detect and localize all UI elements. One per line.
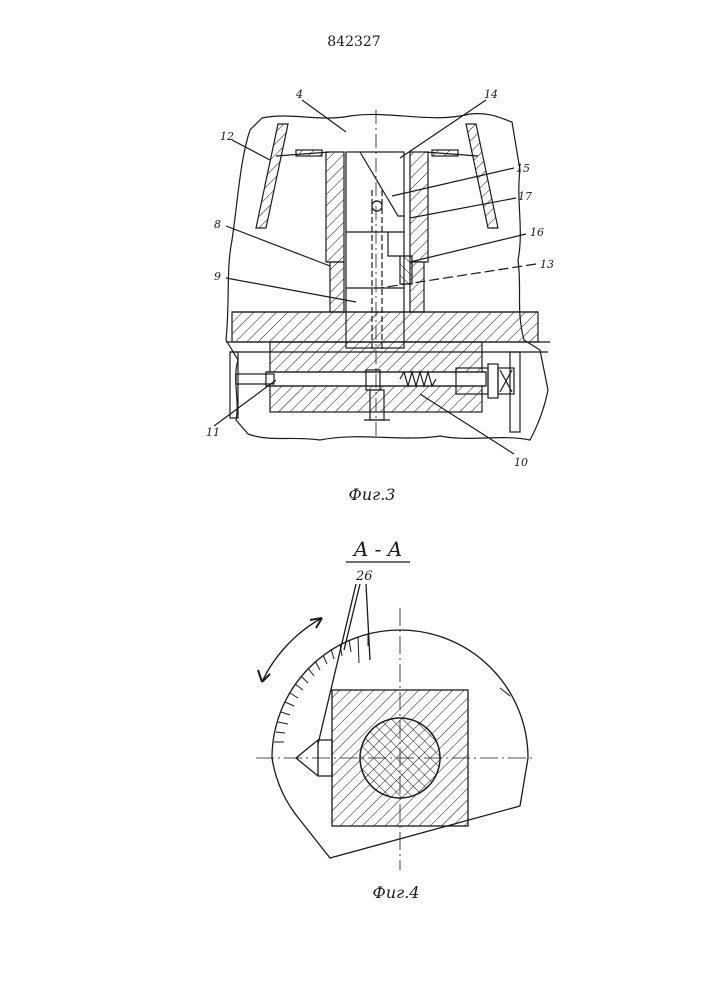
flange-right-hatch <box>432 150 458 156</box>
base-plate <box>232 312 538 342</box>
label-8: 8 <box>214 218 221 231</box>
step-16 <box>388 232 400 256</box>
leader-26-c <box>366 584 370 660</box>
arrow-head-bottom <box>258 670 270 682</box>
leader-11 <box>214 380 276 426</box>
rotation-arrow <box>262 618 322 682</box>
label-12: 12 <box>220 130 234 143</box>
cap-nut <box>488 364 498 398</box>
label-14: 14 <box>484 88 498 101</box>
leader-12 <box>232 140 270 160</box>
right-liner <box>466 124 498 228</box>
figure4-caption: Фиг.4 <box>373 883 420 902</box>
insert-16 <box>400 256 412 284</box>
left-liner <box>256 124 288 228</box>
figure-3 <box>214 100 550 454</box>
label-16: 16 <box>530 226 544 239</box>
leader-26-b <box>344 584 360 650</box>
label-4: 4 <box>295 88 303 101</box>
label-9: 9 <box>214 270 221 283</box>
label-13: 13 <box>540 258 554 271</box>
pin-17 <box>372 201 382 211</box>
figure-4 <box>256 584 532 870</box>
figure3-caption: Фиг.3 <box>349 485 396 504</box>
housing-left-lower <box>330 262 344 312</box>
housing-right-wall <box>410 152 428 262</box>
flange-left-hatch <box>296 150 322 156</box>
label-10: 10 <box>514 456 528 469</box>
label-15: 15 <box>516 162 530 175</box>
leader-8 <box>226 226 330 266</box>
label-11: 11 <box>206 426 220 439</box>
document-number: 842327 <box>327 34 380 50</box>
section-label: A - A <box>352 537 402 561</box>
housing-left-wall <box>326 152 344 262</box>
arrow-head-top <box>310 618 322 628</box>
label-17: 17 <box>518 190 532 203</box>
callout-26: 26 <box>355 569 373 584</box>
leader-4 <box>302 100 346 132</box>
